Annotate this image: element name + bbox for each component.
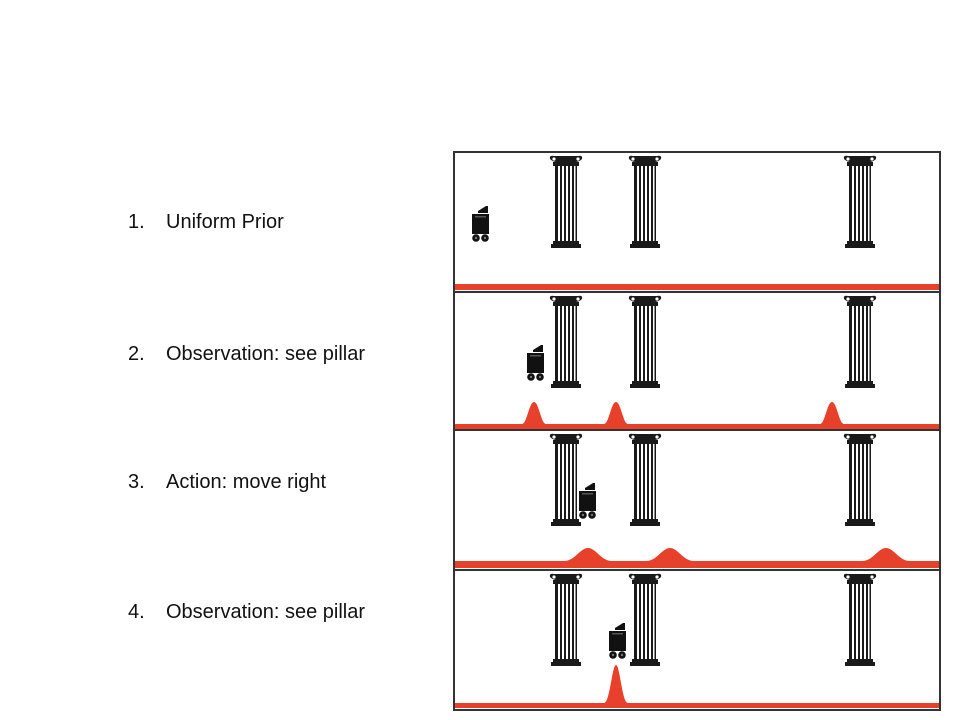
step-1-number: 1. [128, 211, 145, 233]
step-3-label: Action: move right [166, 471, 327, 493]
step-4-number: 4. [128, 601, 145, 623]
step-2: 2. Observation: see pillar [128, 340, 365, 368]
belief-three-peaks [455, 402, 939, 429]
localization-figure-svg [453, 151, 941, 711]
step-2-number: 2. [128, 343, 145, 365]
belief-single-peak [455, 665, 939, 708]
belief-spread-peaks [455, 548, 939, 568]
step-list: 1. Uniform Prior 2. Observation: see pilla… [0, 0, 440, 720]
step-1-label: Uniform Prior [166, 211, 284, 233]
step-4: 4. Observation: see pillar [128, 598, 365, 626]
belief-uniform [455, 284, 939, 290]
step-3: 3. Action: move right [128, 468, 326, 496]
step-2-label: Observation: see pillar [166, 343, 365, 365]
localization-figure [452, 150, 942, 712]
step-3-number: 3. [128, 471, 145, 493]
step-4-label: Observation: see pillar [166, 601, 365, 623]
step-1: 1. Uniform Prior [128, 208, 284, 236]
